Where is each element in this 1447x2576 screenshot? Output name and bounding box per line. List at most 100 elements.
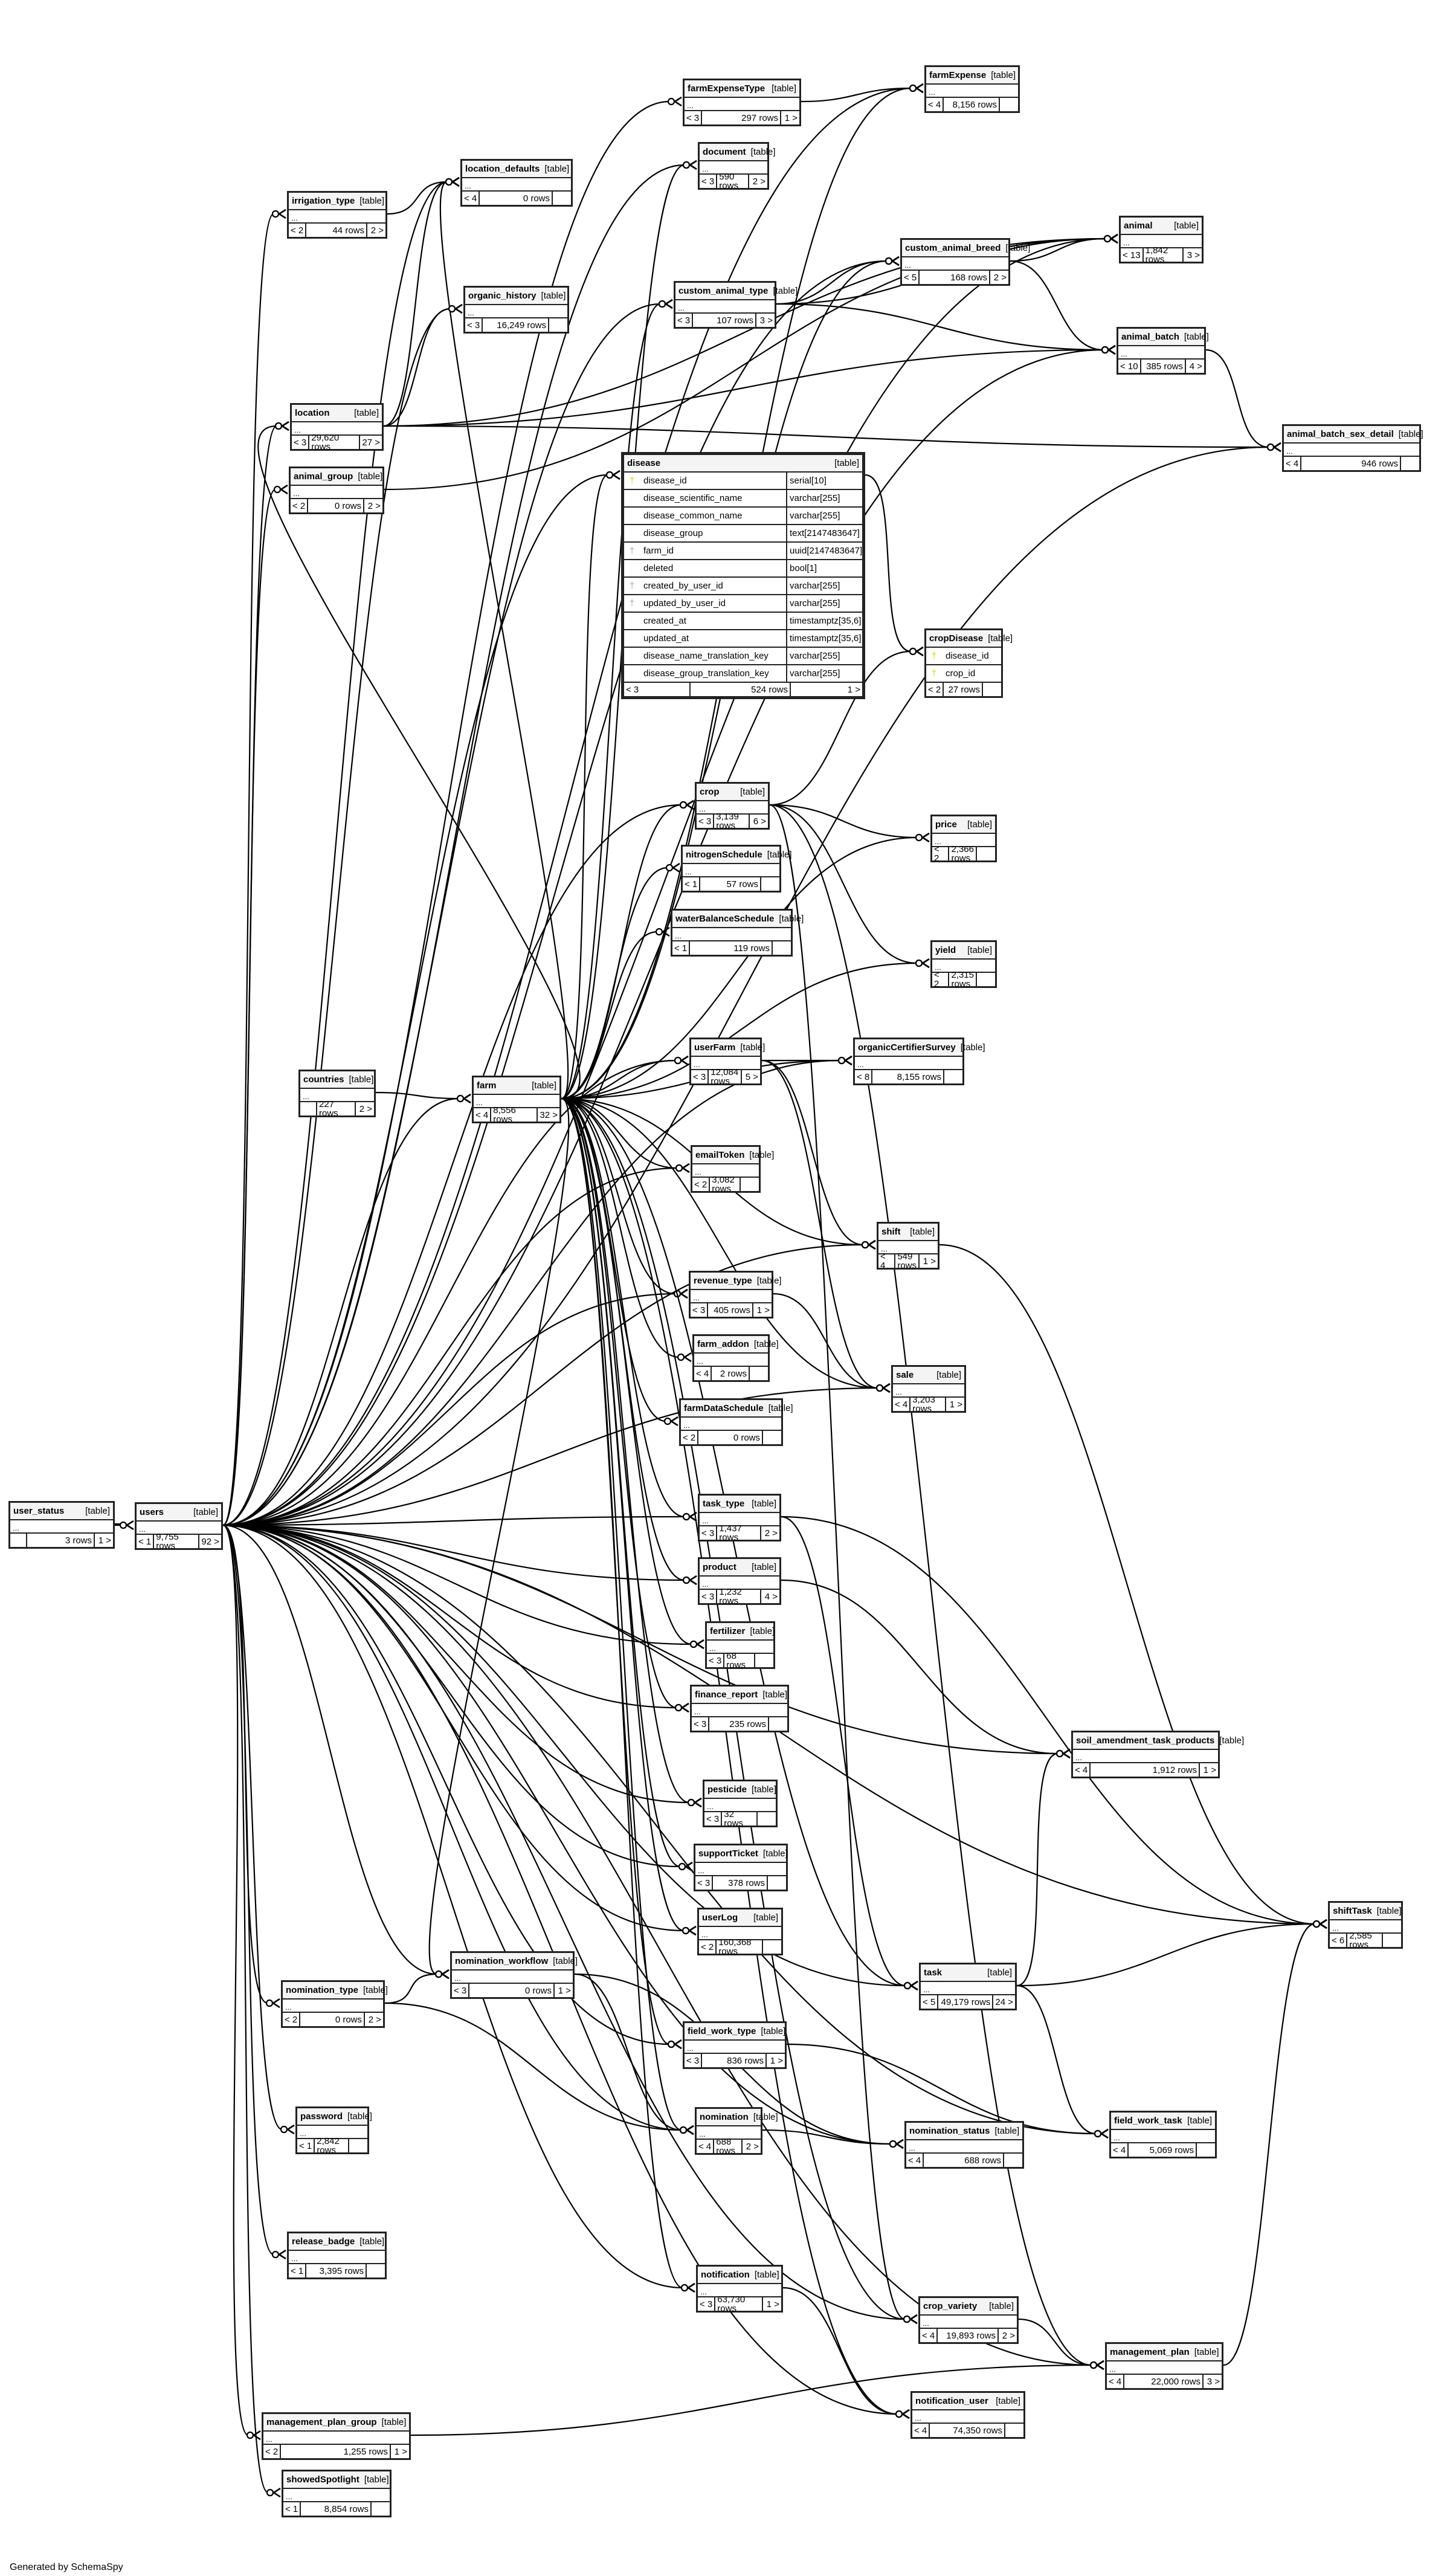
parents-count-link[interactable]: < 3 — [292, 436, 310, 449]
parents-count-link[interactable]: < 2 — [926, 683, 944, 696]
table-name[interactable]: shiftTask — [1333, 1906, 1372, 1916]
children-count-link[interactable]: 1 > — [949, 1399, 962, 1410]
parents-count-link[interactable]: < 6 — [1330, 1934, 1348, 1947]
children-count-link[interactable]: 1 > — [770, 2055, 783, 2066]
table-name[interactable]: nitrogenSchedule — [686, 850, 762, 860]
parents-count-link[interactable]: < 2 — [699, 1940, 717, 1954]
children-count-link[interactable] — [750, 1367, 768, 1380]
children-count-link[interactable] — [549, 318, 567, 332]
table-name[interactable]: task — [924, 1968, 943, 1978]
column-row[interactable]: †disease_id — [926, 648, 1001, 665]
children-count-link[interactable]: 5 > — [745, 1071, 758, 1082]
children-count-link[interactable] — [983, 683, 1001, 696]
parents-count-link[interactable]: < 3 — [691, 1070, 709, 1083]
children-count-link[interactable]: 3 > — [1207, 2376, 1220, 2387]
children-count-link[interactable] — [1401, 457, 1419, 470]
table-soil-amendment-task-products[interactable]: soil_amendment_task_products[table]...< … — [1071, 1731, 1244, 1778]
children-count-link[interactable]: 1 > — [847, 684, 860, 695]
children-count-link[interactable]: 3 > — [1187, 250, 1200, 260]
children-count-link[interactable]: 2 > — [764, 1528, 778, 1538]
table-name[interactable]: animal_group — [294, 471, 353, 482]
table-name[interactable]: document — [703, 147, 746, 157]
children-count-link[interactable]: 2 > — [993, 272, 1007, 283]
parents-count-link[interactable]: < 3 — [700, 175, 718, 188]
table-name[interactable]: management_plan_group — [266, 2417, 377, 2427]
parents-count-link[interactable]: < 1 — [297, 2139, 315, 2152]
children-count-link[interactable] — [769, 1717, 787, 1731]
children-count-link[interactable] — [763, 1431, 781, 1444]
table-name[interactable]: pesticide — [707, 1784, 747, 1795]
table-name[interactable]: farmExpenseType — [688, 83, 765, 94]
parents-count-link[interactable]: < 10 — [1118, 360, 1141, 373]
parents-count-link[interactable]: < 13 — [1121, 248, 1144, 262]
parents-count-link[interactable]: < 4 — [906, 2154, 924, 2167]
parents-count-link[interactable]: < 3 — [675, 314, 694, 327]
parents-count-link[interactable]: < 3 — [698, 2297, 716, 2311]
parents-count-link[interactable]: < 1 — [672, 941, 691, 955]
children-count-link[interactable]: 3 > — [759, 315, 773, 326]
children-count-link[interactable] — [1000, 98, 1018, 111]
table-name[interactable]: shift — [881, 1227, 901, 1237]
parents-count-link[interactable]: < 4 — [1111, 2143, 1129, 2157]
parents-count-link[interactable]: < 1 — [283, 2502, 301, 2516]
children-count-link[interactable] — [1004, 2154, 1022, 2167]
children-count-link[interactable] — [763, 1940, 781, 1954]
children-count-link[interactable]: 92 > — [201, 1536, 219, 1547]
children-count-link[interactable]: 2 > — [370, 225, 384, 236]
table-name[interactable]: farmExpense — [929, 70, 987, 80]
table-cropdisease[interactable]: cropDisease[table]†disease_id†crop_id< 2… — [924, 628, 1013, 698]
children-count-link[interactable] — [761, 877, 779, 891]
parents-count-link[interactable]: < 4 — [462, 192, 480, 205]
table-name[interactable]: nomination_type — [286, 1985, 359, 1995]
column-row[interactable]: †crop_id — [926, 665, 1001, 683]
parents-count-link[interactable]: < 3 — [685, 2054, 703, 2067]
table-name[interactable]: showedSpotlight — [286, 2474, 359, 2485]
table-name[interactable]: management_plan — [1110, 2347, 1190, 2357]
table-name[interactable]: nomination — [700, 2112, 749, 2122]
parents-count-link[interactable]: < 4 — [694, 1367, 712, 1380]
parents-count-link[interactable]: < 4 — [878, 1252, 896, 1270]
parents-count-link[interactable]: < 2 — [932, 970, 950, 989]
children-count-link[interactable] — [372, 2502, 390, 2516]
parents-count-link[interactable]: < 3 — [697, 815, 715, 828]
children-count-link[interactable] — [773, 941, 791, 955]
parents-count-link[interactable]: < 2 — [692, 1178, 711, 1191]
children-count-link[interactable] — [367, 2264, 385, 2277]
children-count-link[interactable] — [977, 973, 995, 986]
parents-count-link[interactable]: < 1 — [289, 2264, 307, 2277]
parents-count-link[interactable] — [10, 1534, 27, 1547]
parents-count-link[interactable] — [300, 1102, 317, 1115]
table-name[interactable]: task_type — [703, 1499, 745, 1509]
children-count-link[interactable]: 2 > — [359, 1103, 372, 1114]
table-name[interactable]: location_defaults — [465, 164, 540, 174]
parents-count-link[interactable]: < 3 — [700, 1590, 718, 1603]
children-count-link[interactable]: 1 > — [1203, 1764, 1216, 1775]
table-name[interactable]: notification — [701, 2270, 750, 2280]
